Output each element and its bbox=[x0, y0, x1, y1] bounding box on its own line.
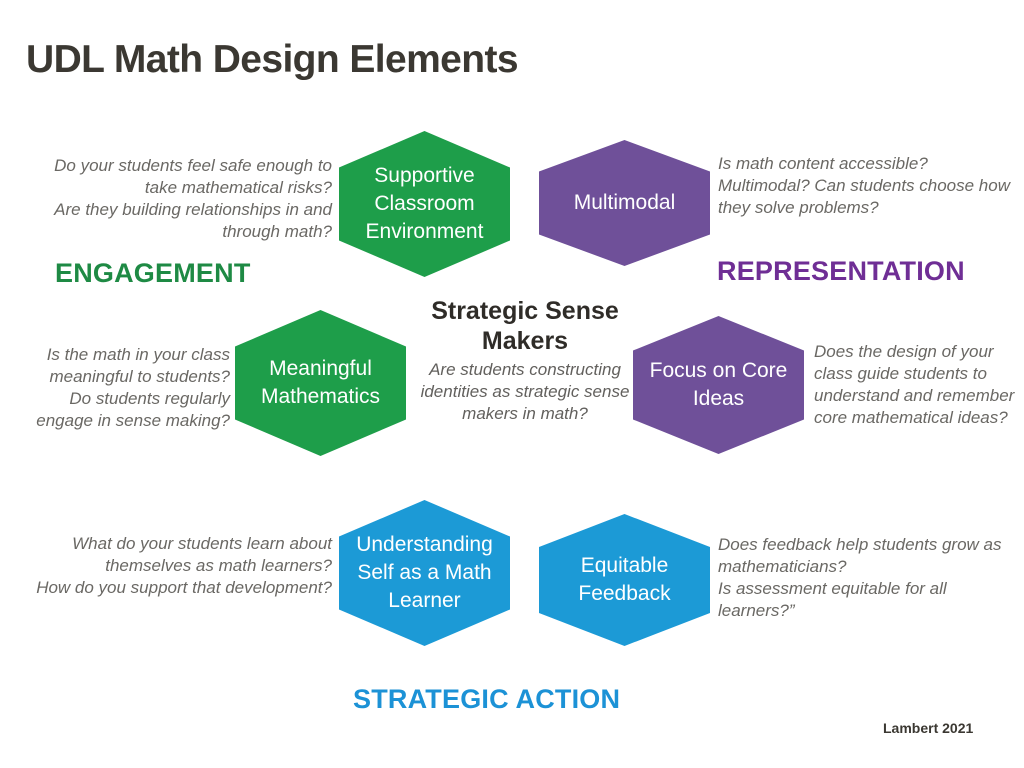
category-label-representation: REPRESENTATION bbox=[717, 256, 965, 286]
hexagon-label: Multimodal bbox=[573, 191, 676, 215]
question-representation: Is math content accessible? Multimodal? … bbox=[718, 154, 1010, 218]
hexagon-label: Meaningful Mathematics bbox=[260, 357, 381, 408]
hexagon-supportive-classroom-environment[interactable]: Supportive Classroom Environment bbox=[339, 131, 510, 277]
question-focus-on-core-ideas: Does the design of your class guide stud… bbox=[814, 342, 1015, 428]
question-engagement: Do your students feel safe enough to tak… bbox=[54, 156, 332, 242]
center-title: Strategic Sense Makers bbox=[431, 297, 619, 355]
hexagon-meaningful-mathematics[interactable]: Meaningful Mathematics bbox=[235, 310, 406, 456]
center-question: Are students constructing identities as … bbox=[420, 360, 630, 423]
question-equitable-feedback: Does feedback help students grow as math… bbox=[718, 535, 1002, 621]
hexagon-label: Equitable Feedback bbox=[578, 554, 671, 605]
hexagon-equitable-feedback[interactable]: Equitable Feedback bbox=[539, 514, 710, 646]
hexagon-multimodal[interactable]: Multimodal bbox=[539, 140, 710, 266]
question-meaningful-mathematics: Is the math in your class meaningful to … bbox=[36, 345, 230, 431]
question-understanding-self: What do your students learn about themse… bbox=[36, 534, 332, 598]
hexagon-label: Understanding Self as a Math Learner bbox=[356, 533, 493, 612]
credit-attribution: Lambert 2021 bbox=[883, 720, 974, 736]
hexagon-label: Focus on Core Ideas bbox=[649, 359, 788, 410]
hexagon-label: Supportive Classroom Environment bbox=[365, 164, 484, 243]
page-title: UDL Math Design Elements bbox=[26, 38, 519, 81]
category-label-strategic-action: STRATEGIC ACTION bbox=[353, 684, 621, 714]
hexagon-understanding-self-as-a-math-learner[interactable]: Understanding Self as a Math Learner bbox=[339, 500, 510, 646]
category-label-engagement: ENGAGEMENT bbox=[55, 258, 251, 288]
hexagon-focus-on-core-ideas[interactable]: Focus on Core Ideas bbox=[633, 316, 804, 454]
center-strategic-sense-makers: Strategic Sense Makers Are students cons… bbox=[412, 297, 638, 424]
